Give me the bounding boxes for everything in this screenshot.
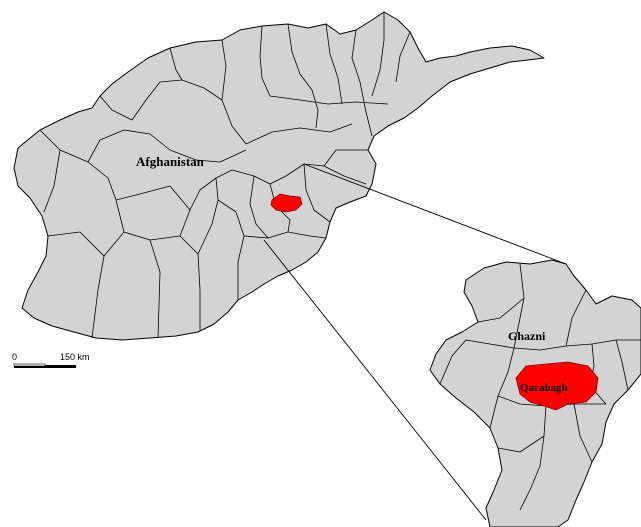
label-afghanistan: Afghanistan <box>136 154 205 169</box>
scale-bar-line <box>14 365 76 368</box>
ghazni-inset <box>429 259 641 527</box>
connector-line-top <box>303 163 567 265</box>
scale-bar: 0 150 km <box>12 352 90 368</box>
label-ghazni: Ghazni <box>508 329 546 343</box>
scale-start-label: 0 <box>12 352 17 362</box>
scale-end-label: 150 km <box>60 352 90 362</box>
inset-connectors <box>263 163 567 521</box>
afghanistan-map <box>13 11 545 341</box>
connector-line-bottom <box>263 239 487 521</box>
qarabagh-marker-country <box>270 193 303 213</box>
afghanistan-outline <box>13 11 545 341</box>
scale-bar-half <box>13 363 46 367</box>
qarabagh-district <box>515 361 599 411</box>
label-qarabagh: Qarabagh <box>520 382 568 394</box>
province-borders <box>39 12 411 339</box>
